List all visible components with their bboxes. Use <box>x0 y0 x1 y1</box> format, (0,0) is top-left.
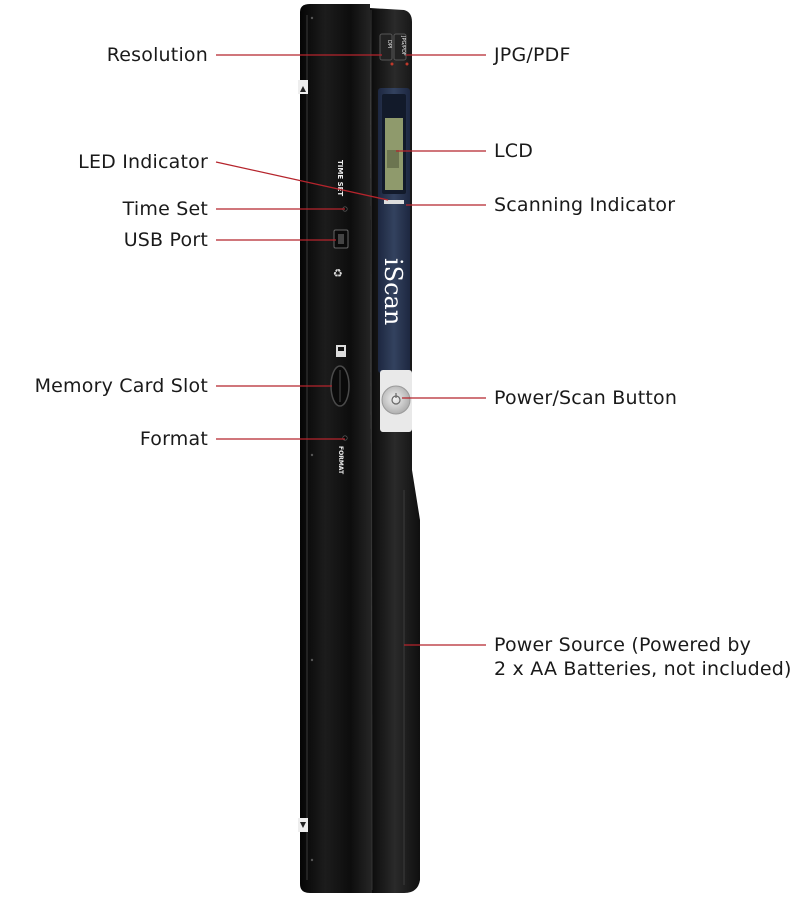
label-power-source-line1: Power Source (Powered by <box>494 634 752 656</box>
label-scanning-indicator: Scanning Indicator <box>494 194 676 216</box>
svg-text:♻: ♻ <box>333 267 343 280</box>
top-buttons: DPI JPG/PDF <box>379 33 409 66</box>
label-time-set: Time Set <box>122 198 208 220</box>
dpi-button-text: DPI <box>386 40 392 48</box>
label-resolution: Resolution <box>106 44 208 66</box>
brand-logo: iScan <box>379 258 407 325</box>
power-scan-button-graphic <box>380 370 412 432</box>
label-lcd: LCD <box>494 140 534 162</box>
label-jpg-pdf: JPG/PDF <box>494 44 571 66</box>
jpg-pdf-button-text: JPG/PDF <box>400 35 406 56</box>
time-set-side-text: TIME SET <box>336 160 344 196</box>
label-power-scan-button: Power/Scan Button <box>494 387 678 409</box>
leader-lines <box>215 54 486 646</box>
label-format: Format <box>139 428 208 450</box>
label-memory-card-slot: Memory Card Slot <box>34 375 208 397</box>
label-power-source-line2: 2 x AA Batteries, not included) <box>494 658 792 680</box>
format-side-text: FORMAT <box>337 446 344 475</box>
label-usb-port: USB Port <box>123 229 208 251</box>
label-led-indicator: LED Indicator <box>78 151 208 173</box>
leader-led-indicator <box>215 161 389 201</box>
lcd-panel: iScan <box>378 88 410 373</box>
side-ports: TIME SET ♻ FORMAT <box>330 160 350 475</box>
